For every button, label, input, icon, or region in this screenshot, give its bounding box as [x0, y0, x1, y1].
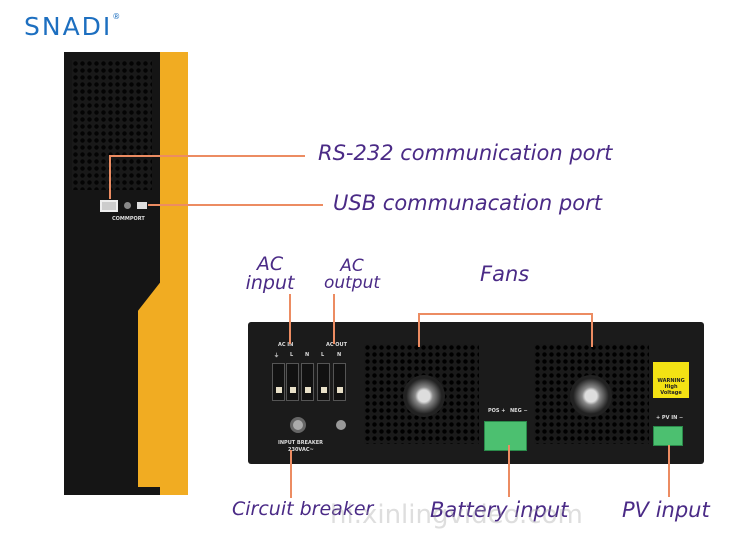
- high-voltage-text: High Voltage: [660, 384, 682, 396]
- fan-hub-icon: [570, 375, 612, 417]
- ac-terminal: [301, 363, 314, 401]
- ac-output-line2: output: [323, 273, 381, 293]
- commport-label: COMMPORT: [112, 216, 145, 222]
- circuit-breaker-callout: Circuit breaker: [232, 498, 374, 520]
- breaker-rating: 230VAC~: [288, 447, 314, 453]
- usb-callout: USB communacation port: [333, 191, 602, 215]
- ac-in-label: AC IN: [278, 342, 294, 348]
- ac-input-line2: input: [245, 272, 295, 294]
- fan-left: [364, 344, 479, 444]
- ac-in-n-label: N: [305, 352, 310, 358]
- battery-terminal: [484, 421, 527, 451]
- ac-input-callout: AC input: [238, 255, 302, 293]
- ac-output-line1: AC: [340, 256, 364, 276]
- pv-terminal: [653, 426, 683, 446]
- ac-out-n-label: N: [337, 352, 342, 358]
- ac-output-callout: AC output: [318, 258, 386, 292]
- rs232-callout: RS-232 communication port: [318, 141, 613, 165]
- ground-symbol: ⏚: [274, 353, 280, 359]
- ac-terminal: [272, 363, 285, 401]
- ground-screw: [336, 420, 346, 430]
- battery-input-callout: Battery input: [430, 498, 569, 522]
- rs232-port: [100, 200, 118, 212]
- warning-text: WARNING: [657, 378, 685, 384]
- ac-in-l-label: L: [290, 352, 294, 358]
- inverter-rear-view: AC IN AC OUT ⏚ L N L N INPUT BREAKER 230…: [248, 322, 704, 464]
- brand-logo: SNADI®: [24, 12, 122, 41]
- pv-input-callout: PV input: [622, 498, 710, 522]
- fan-hub-icon: [403, 375, 445, 417]
- ac-out-label: AC OUT: [326, 342, 348, 348]
- neg-label: NEG −: [510, 408, 528, 414]
- ac-out-l-label: L: [321, 352, 325, 358]
- usb-port: [137, 202, 147, 209]
- input-breaker-label: INPUT BREAKER: [278, 440, 324, 446]
- ac-terminal: [317, 363, 330, 401]
- warning-label: WARNING High Voltage: [653, 362, 689, 398]
- pos-label: POS +: [488, 408, 506, 414]
- ac-terminal: [333, 363, 346, 401]
- inverter-side-view: COMMPORT: [64, 52, 188, 495]
- fans-callout: Fans: [480, 262, 530, 286]
- ac-terminal: [286, 363, 299, 401]
- registered-mark: ®: [112, 12, 123, 21]
- input-breaker: [290, 417, 306, 433]
- fan-right: [534, 344, 649, 444]
- ac-input-line1: AC: [256, 253, 284, 275]
- watermark: hi.xinlingvideo.com: [330, 500, 583, 530]
- pv-in-label: + PV IN −: [656, 415, 684, 421]
- logo-text: SNADI: [24, 12, 113, 41]
